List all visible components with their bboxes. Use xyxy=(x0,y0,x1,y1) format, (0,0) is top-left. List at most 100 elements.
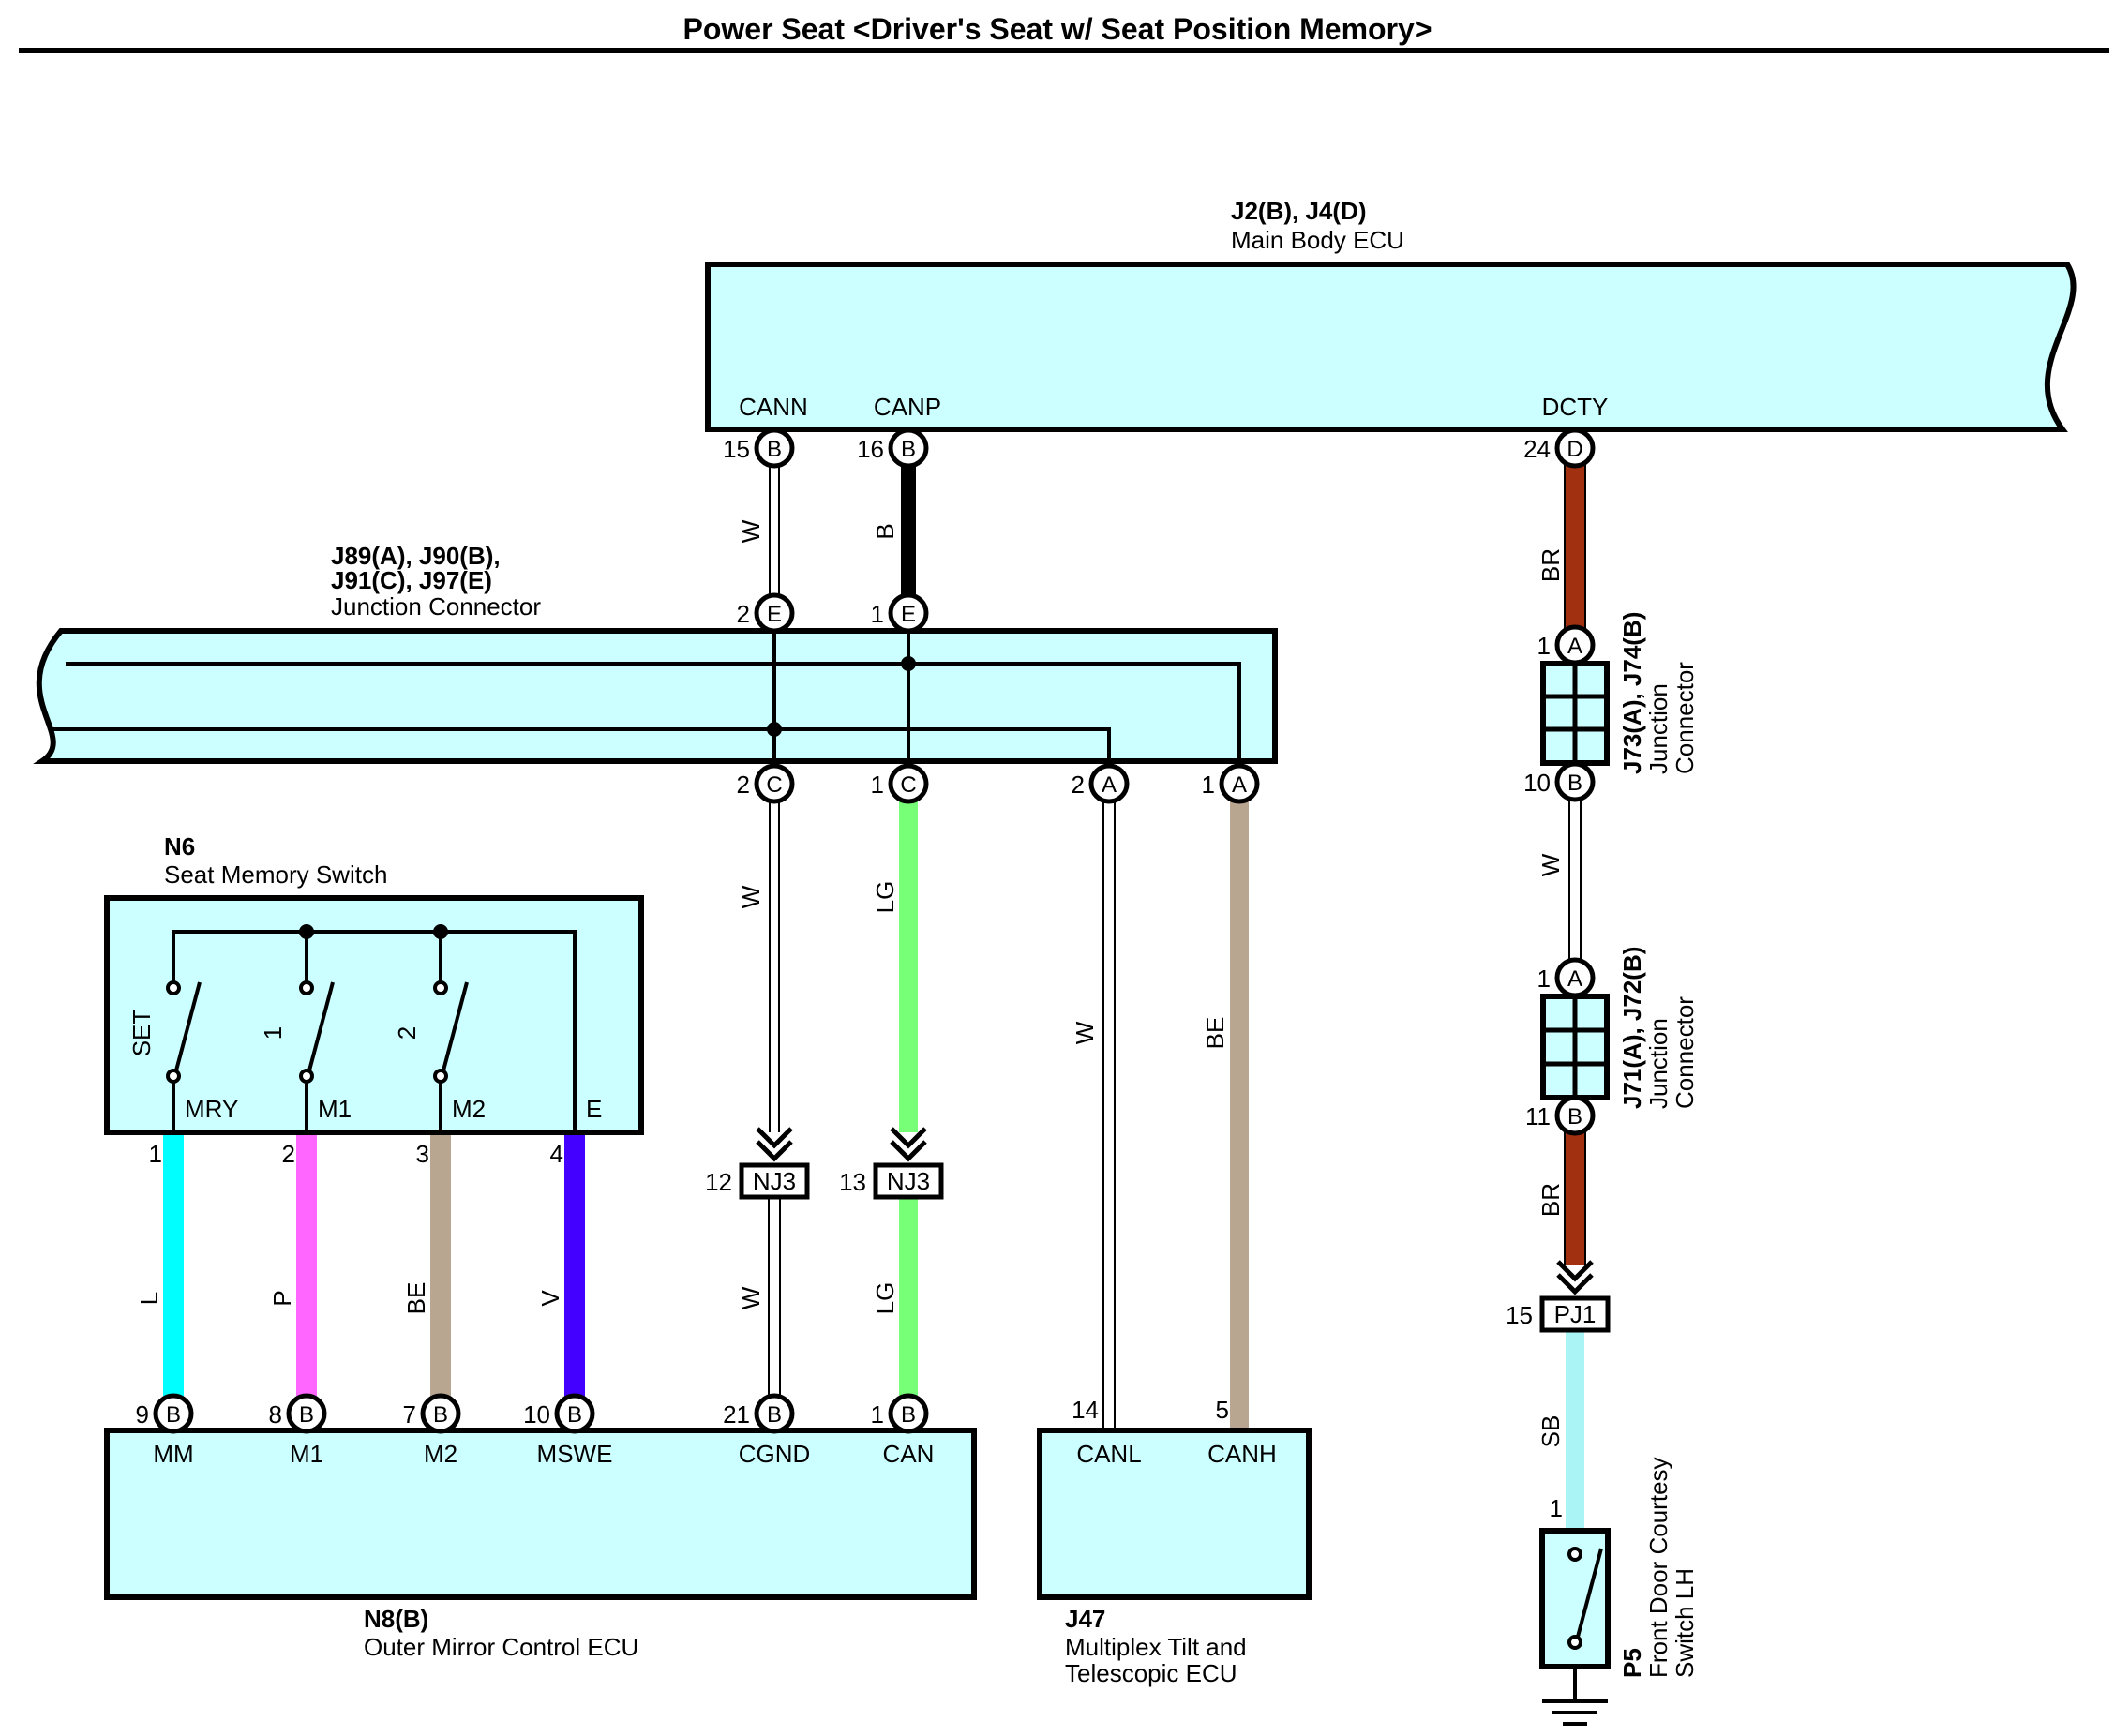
svg-text:D: D xyxy=(1567,437,1582,462)
svg-text:2: 2 xyxy=(737,600,750,628)
svg-text:1: 1 xyxy=(871,1400,884,1429)
multiplex-tilt-ecu-code: J47 xyxy=(1065,1605,1105,1633)
svg-text:A: A xyxy=(1568,634,1582,659)
jc-name: Junction Connector xyxy=(331,592,541,621)
j71-name-line1: Junction xyxy=(1644,1018,1672,1109)
jc-code-line2: J91(C), J97(E) xyxy=(331,566,492,594)
svg-text:21: 21 xyxy=(723,1400,750,1429)
wire-label: W xyxy=(1071,1021,1099,1044)
multiplex-tilt-ecu-name-line1: Multiplex Tilt and xyxy=(1065,1633,1247,1661)
svg-text:PJ1: PJ1 xyxy=(1554,1300,1597,1328)
svg-text:1: 1 xyxy=(1538,632,1551,660)
terminal-dcty: DCTY xyxy=(1542,393,1609,421)
svg-text:1: 1 xyxy=(259,1026,287,1040)
svg-text:16: 16 xyxy=(857,435,884,463)
pin-n6-2: 2 xyxy=(282,1140,295,1168)
pin-jc-c1: C1 xyxy=(871,763,929,804)
svg-text:NJ3: NJ3 xyxy=(887,1167,930,1195)
pin-n8-can: B1 xyxy=(871,1393,929,1434)
terminal-e: E xyxy=(586,1095,602,1123)
j73-name-line2: Connector xyxy=(1671,662,1699,774)
terminal-canp: CANP xyxy=(874,393,941,421)
splice-dot xyxy=(299,924,314,939)
connector-nj3-w: NJ3 12 xyxy=(705,1127,810,1200)
outer-mirror-ecu-code: N8(B) xyxy=(364,1605,428,1633)
terminal-mswe: MSWE xyxy=(537,1440,613,1468)
courtesy-switch-contact xyxy=(1568,1547,1603,1650)
pin-j71-b11: B11 xyxy=(1525,1095,1596,1136)
pin-n8-m1: B8 xyxy=(269,1393,327,1434)
junction-j73 xyxy=(1540,661,1610,766)
svg-text:7: 7 xyxy=(403,1400,416,1429)
wire-label: BE xyxy=(1201,1017,1229,1050)
svg-text:10: 10 xyxy=(1523,769,1551,797)
seat-memory-switch-code: N6 xyxy=(164,832,195,861)
pin-j73-b10: B 10 xyxy=(1523,761,1596,802)
svg-text:SET: SET xyxy=(128,1010,156,1057)
svg-text:24: 24 xyxy=(1523,435,1551,463)
multiplex-tilt-ecu-box xyxy=(1037,1428,1312,1600)
outer-mirror-ecu-box xyxy=(104,1428,977,1600)
terminal-canl: CANL xyxy=(1076,1440,1141,1468)
j71-code: J71(A), J72(B) xyxy=(1618,947,1646,1109)
svg-text:B: B xyxy=(567,1402,582,1428)
j73-code: J73(A), J74(B) xyxy=(1618,612,1646,774)
pin-ecu-canp: B16 xyxy=(857,427,929,469)
j71-name-line2: Connector xyxy=(1671,996,1699,1109)
pin-j47-canh: 5 xyxy=(1216,1396,1229,1424)
junction-connector-box xyxy=(33,628,1278,764)
terminal-canh: CANH xyxy=(1208,1440,1277,1468)
pin-n8-cgnd: B21 xyxy=(723,1393,795,1434)
svg-text:NJ3: NJ3 xyxy=(753,1167,796,1195)
svg-text:2: 2 xyxy=(1072,771,1085,799)
outer-mirror-ecu-name: Outer Mirror Control ECU xyxy=(364,1633,638,1661)
pin-n8-mswe: B 10 xyxy=(523,1393,595,1434)
svg-text:B: B xyxy=(901,1402,916,1428)
pin-jc-e1: E1 xyxy=(871,592,929,634)
wire-label: W xyxy=(1537,853,1565,876)
main-body-ecu-code: J2(B), J4(D) xyxy=(1231,197,1366,225)
courtesy-switch-code: P5 xyxy=(1618,1648,1646,1678)
terminal-m2: M2 xyxy=(452,1095,486,1123)
switch-1: 1 xyxy=(259,980,335,1132)
wire-label: W xyxy=(737,519,765,543)
pin-n6-4: 4 xyxy=(550,1140,563,1168)
terminal-can: CAN xyxy=(883,1440,935,1468)
svg-text:B: B xyxy=(299,1402,314,1428)
terminal-cgnd: CGND xyxy=(739,1440,811,1468)
junction-j71 xyxy=(1540,994,1610,1100)
connector-pj1: PJ1 15 xyxy=(1506,1260,1611,1333)
wire-label: SB xyxy=(1537,1415,1565,1448)
svg-text:1: 1 xyxy=(871,771,884,799)
main-body-ecu-name: Main Body ECU xyxy=(1231,226,1404,254)
terminal-m2: M2 xyxy=(424,1440,458,1468)
svg-text:1: 1 xyxy=(1202,771,1215,799)
svg-text:C: C xyxy=(766,772,782,798)
svg-text:B: B xyxy=(433,1402,448,1428)
svg-text:B: B xyxy=(1568,771,1582,796)
switch-2: 2 xyxy=(393,980,469,1132)
splice-dot xyxy=(901,656,916,671)
terminal-cann: CANN xyxy=(739,393,808,421)
svg-text:13: 13 xyxy=(839,1168,866,1196)
wire-label: L xyxy=(135,1292,163,1305)
svg-text:C: C xyxy=(900,772,916,798)
svg-text:1: 1 xyxy=(1538,965,1551,993)
ground-icon xyxy=(1542,1667,1608,1726)
svg-text:15: 15 xyxy=(1506,1301,1533,1329)
svg-text:10: 10 xyxy=(523,1400,550,1429)
svg-text:B: B xyxy=(166,1402,181,1428)
multiplex-tilt-ecu-name-line2: Telescopic ECU xyxy=(1065,1659,1238,1687)
pin-j71-a1: A1 xyxy=(1538,957,1596,998)
jc-bus-canh xyxy=(66,662,1241,784)
pin-ecu-cann: B15 xyxy=(723,427,795,469)
wire-label: B xyxy=(871,523,899,539)
pin-n8-m2: B7 xyxy=(403,1393,461,1434)
svg-text:E: E xyxy=(767,602,782,627)
page-title: Power Seat <Driver's Seat w/ Seat Positi… xyxy=(682,12,1432,46)
wire-label: P xyxy=(268,1290,296,1306)
splice-dot xyxy=(767,722,782,737)
svg-text:9: 9 xyxy=(136,1400,149,1429)
seat-memory-switch-name: Seat Memory Switch xyxy=(164,861,387,889)
